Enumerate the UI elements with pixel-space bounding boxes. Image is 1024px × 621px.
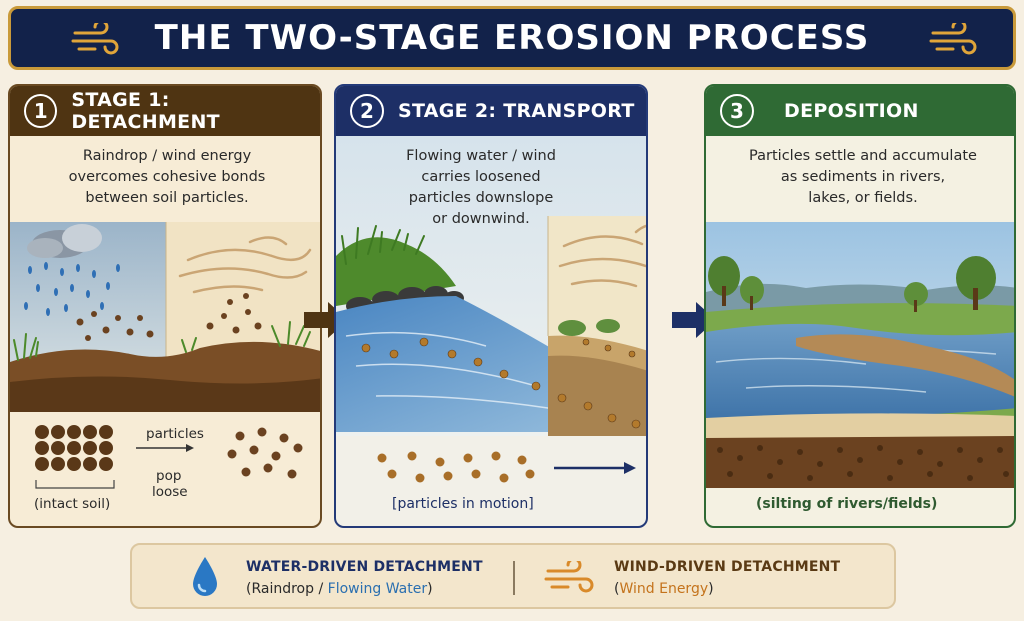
- stage-number: 3: [720, 94, 754, 128]
- water-drop-icon: [193, 557, 217, 596]
- motion-row: [377, 451, 636, 483]
- motion-caption: [particles in motion]: [392, 496, 534, 512]
- right-arrow-icon: [136, 444, 194, 452]
- intact-soil-grid: [35, 425, 113, 471]
- stage-1-header: 1 STAGE 1: DETACHMENT: [10, 86, 320, 136]
- legend-water-sub: (Raindrop / Flowing Water): [246, 581, 433, 597]
- moving-particles: [377, 451, 535, 483]
- deposition-scene: [706, 222, 1014, 488]
- loose-particles: [227, 427, 303, 479]
- stage-title: DEPOSITION: [784, 100, 919, 122]
- flying-particles: [76, 293, 262, 341]
- wind-icon: [544, 561, 594, 593]
- wind-swirls: [178, 236, 312, 294]
- legend: WATER-DRIVEN DETACHMENT (Raindrop / Flow…: [130, 543, 896, 609]
- wind-icon: [929, 23, 977, 55]
- loose-label: loose: [152, 484, 188, 500]
- stage-3-header: 3 DEPOSITION: [706, 86, 1014, 136]
- intact-soil-label: (intact soil): [34, 496, 111, 512]
- tree-icon: [708, 256, 996, 312]
- transported-particles: [361, 337, 641, 429]
- title-banner: THE TWO-STAGE EROSION PROCESS: [8, 6, 1016, 70]
- legend-wind-title: WIND-DRIVEN DETACHMENT: [614, 559, 841, 575]
- stage-1-panel: 1 STAGE 1: DETACHMENT Raindrop / wind en…: [8, 84, 322, 528]
- stage-number: 2: [350, 94, 384, 128]
- stage-title: STAGE 2: TRANSPORT: [398, 100, 635, 122]
- stage-number: 1: [24, 94, 58, 128]
- legend-divider: [513, 561, 515, 595]
- right-arrow-icon: [554, 462, 636, 474]
- stage-2-header: 2 STAGE 2: TRANSPORT: [336, 86, 646, 136]
- sediment-particles: [717, 445, 1009, 481]
- transport-scene: [336, 136, 646, 436]
- stage-description: Raindrop / wind energy overcomes cohesiv…: [68, 148, 266, 206]
- pop-label: pop: [156, 468, 182, 484]
- stage-description: Particles settle and accumulate as sedim…: [749, 148, 977, 206]
- stage-3-panel: 3 DEPOSITION Particles settle and accumu…: [704, 84, 1016, 528]
- stage-2-panel: 2 STAGE 2: TRANSPORT: [334, 84, 648, 528]
- wind-icon: [71, 23, 119, 55]
- raindrops: [24, 262, 120, 316]
- silting-caption: (silting of rivers/fields): [756, 496, 938, 512]
- particles-label: particles: [146, 426, 204, 442]
- cloud-icon: [27, 224, 102, 258]
- detachment-scene: [10, 222, 320, 412]
- legend-wind-sub: (Wind Energy): [614, 581, 714, 597]
- stage-title: STAGE 1: DETACHMENT: [71, 89, 220, 133]
- legend-water-title: WATER-DRIVEN DETACHMENT: [246, 559, 483, 575]
- page-title: THE TWO-STAGE EROSION PROCESS: [154, 18, 870, 58]
- stage-description: Flowing water / wind carries loosened pa…: [406, 148, 556, 227]
- particle-comparison: [35, 425, 303, 489]
- wind-swirls: [558, 224, 646, 288]
